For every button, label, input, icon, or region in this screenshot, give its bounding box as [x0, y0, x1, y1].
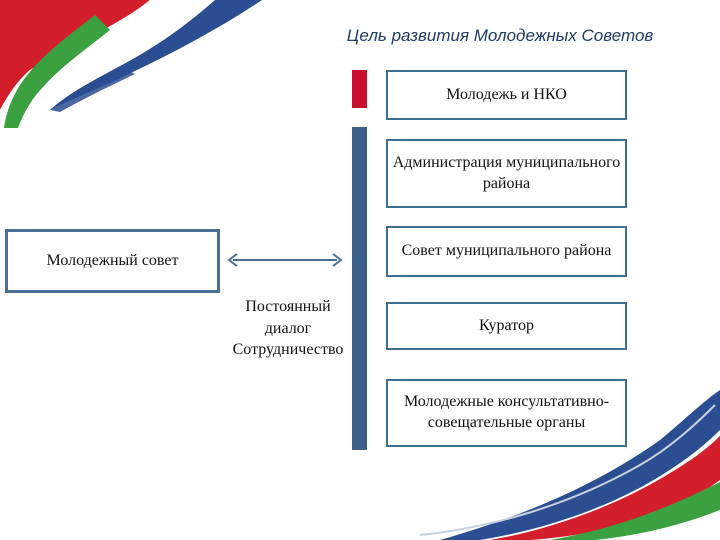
node-youth-council-label: Молодежный совет — [47, 252, 179, 270]
vertical-bar-blue — [352, 127, 367, 450]
node-youth-council: Молодежный совет — [5, 229, 220, 293]
node-youth-advisory-bodies: Молодежные консультативно-совещательные … — [386, 379, 627, 447]
connector-label-line-3: Сотрудничество — [224, 339, 352, 361]
double-arrow-connector — [225, 250, 345, 270]
connector-label-line-2: диалог — [224, 318, 352, 340]
node-district-administration: Администрация муниципального района — [386, 139, 627, 208]
decorative-ribbons-top-left — [0, 0, 270, 130]
node-district-council: Совет муниципального района — [386, 226, 627, 277]
vertical-bar-red — [352, 70, 367, 108]
connector-label-line-1: Постоянный — [224, 296, 352, 318]
node-youth-ngo: Молодежь и НКО — [386, 70, 627, 120]
node-curator: Куратор — [386, 302, 627, 350]
connector-label: Постоянный диалог Сотрудничество — [224, 296, 352, 361]
page-title: Цель развития Молодежных Советов — [300, 26, 700, 46]
